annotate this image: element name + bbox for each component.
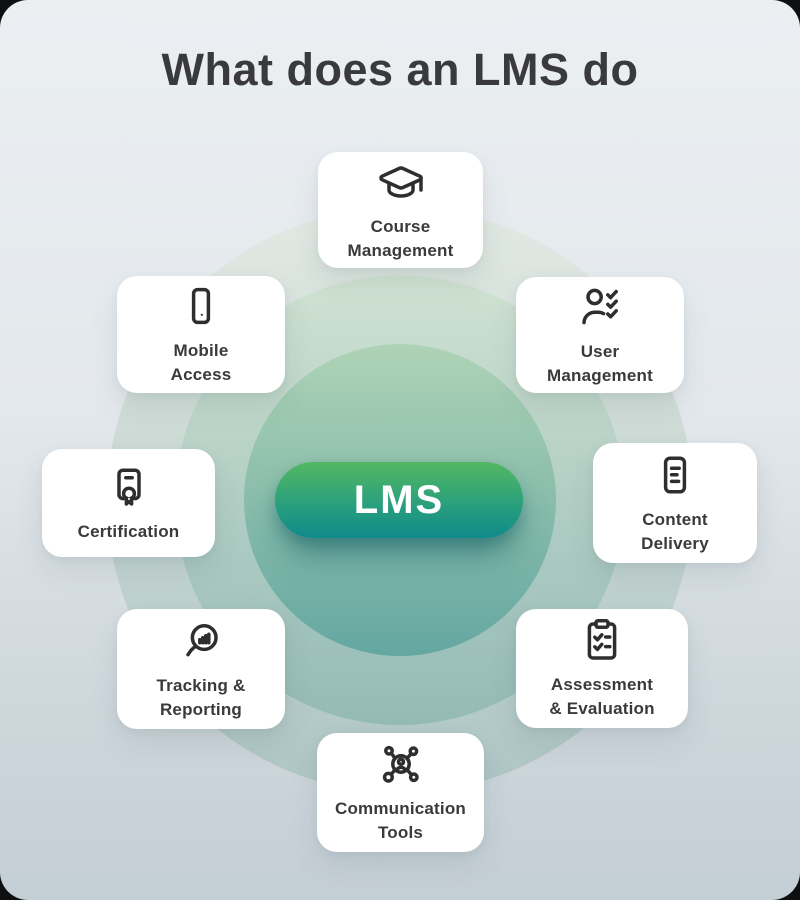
network-people-icon [377,740,425,788]
card-label: Communication Tools [334,799,467,842]
clipboard-check-icon [578,616,626,664]
card-course-management: Course Management [318,152,483,268]
card-label: Course Management [347,216,454,260]
graduation-cap-icon [377,158,425,206]
card-label: Certification [77,521,180,541]
card-content-delivery: Content Delivery [593,443,757,563]
card-label: Assessment & Evaluation [549,675,655,718]
lms-label: LMS [353,477,445,522]
certificate-icon [105,463,153,511]
smartphone-icon [177,282,225,330]
magnifier-chart-icon [177,617,225,665]
card-certification: Certification [42,449,215,557]
card-mobile-access: Mobile Access [117,276,285,393]
card-assessment-evaluation: Assessment & Evaluation [516,609,688,728]
card-label: User Management [547,341,653,385]
card-user-management: User Management [516,277,684,393]
card-label: Tracking & Reporting [156,675,246,719]
card-label: Content Delivery [641,509,709,553]
card-label: Mobile Access [170,341,232,384]
page-title: What does an LMS do [161,44,639,95]
user-checks-icon [576,283,624,331]
card-tracking-reporting: Tracking & Reporting [117,609,285,729]
document-icon [651,451,699,499]
card-communication-tools: Communication Tools [317,733,484,852]
lms-center-pill: LMS [275,462,523,538]
